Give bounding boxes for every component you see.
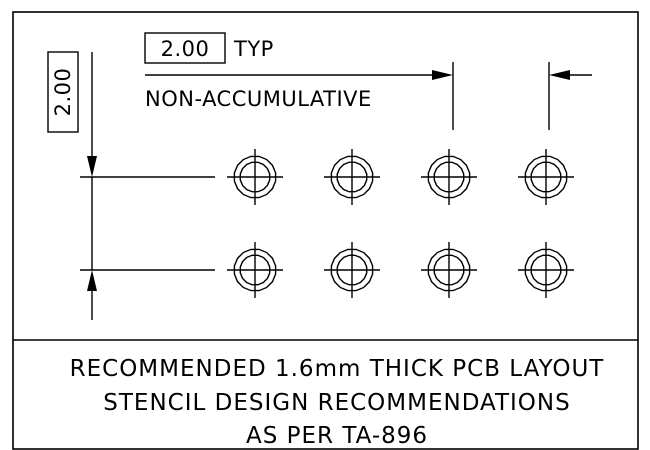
vertical-dimension-value: 2.00	[51, 68, 75, 117]
pad	[421, 149, 477, 205]
pad-inner-outline	[433, 254, 465, 286]
vertical-dimension-arrow-bottom	[87, 270, 97, 291]
horizontal-dimension-value: 2.00	[161, 37, 210, 61]
horizontal-dimension-suffix: TYP	[233, 37, 274, 61]
horizontal-dimension-box	[144, 32, 226, 64]
pad	[421, 242, 477, 298]
title-line-1: RECOMMENDED 1.6mm THICK PCB LAYOUT	[70, 356, 605, 382]
title-line-3: AS PER TA-896	[246, 423, 428, 449]
pad	[518, 242, 574, 298]
pad	[227, 242, 283, 298]
title-block: RECOMMENDED 1.6mm THICK PCB LAYOUT STENC…	[70, 356, 605, 449]
horizontal-dimension-arrow-right	[549, 70, 570, 80]
pad-inner-outline	[336, 254, 368, 286]
pad-outer-outline	[427, 248, 471, 292]
vertical-dimension-arrow-top	[87, 156, 97, 177]
dimension-note: NON-ACCUMULATIVE	[145, 87, 372, 111]
horizontal-dimension: 2.00 TYP NON-ACCUMULATIVE	[144, 32, 592, 130]
pad-outer-outline	[427, 155, 471, 199]
vertical-dimension-box	[47, 51, 79, 133]
pad-inner-outline	[336, 161, 368, 193]
pad	[324, 242, 380, 298]
pad-outer-outline	[524, 248, 568, 292]
pad-outer-outline	[233, 155, 277, 199]
pad-inner-outline	[530, 161, 562, 193]
title-line-2: STENCIL DESIGN RECOMMENDATIONS	[103, 390, 570, 416]
pad	[227, 149, 283, 205]
pad-outer-outline	[524, 155, 568, 199]
pad-grid	[227, 149, 574, 298]
pad	[324, 149, 380, 205]
vertical-dimension: 2.00	[47, 51, 215, 320]
pad-outer-outline	[233, 248, 277, 292]
pad-outer-outline	[330, 155, 374, 199]
pad-inner-outline	[239, 254, 271, 286]
drawing-frame	[12, 11, 639, 450]
pad-outer-outline	[330, 248, 374, 292]
pad-inner-outline	[530, 254, 562, 286]
pad	[518, 149, 574, 205]
horizontal-dimension-arrow-left	[432, 70, 453, 80]
pad-inner-outline	[433, 161, 465, 193]
pad-inner-outline	[239, 161, 271, 193]
